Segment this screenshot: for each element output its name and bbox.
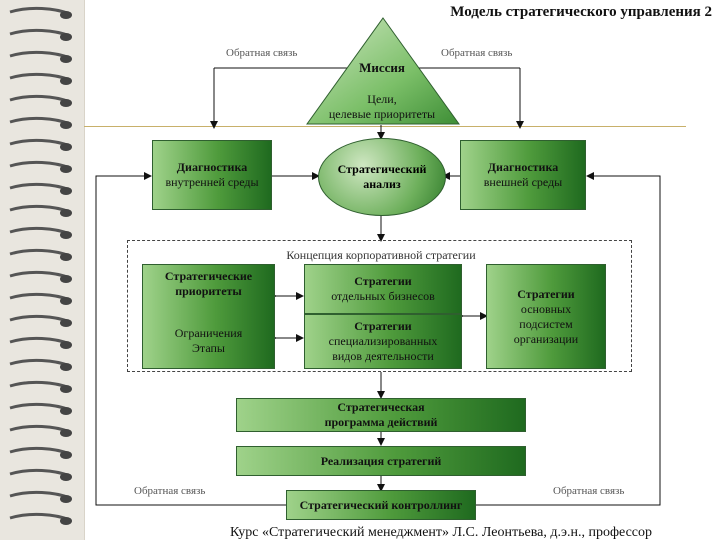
spiral-hole [60, 33, 72, 41]
concept-label: Концепция корпоративной стратегии [286, 248, 476, 262]
spiral-hole [60, 407, 72, 415]
spiral-hole [60, 231, 72, 239]
spiral-rings-icon [9, 6, 72, 525]
spiral-hole [60, 385, 72, 393]
footer-credit: Курс «Стратегический менеджмент» Л.С. Ле… [230, 525, 653, 540]
spiral-hole [60, 253, 72, 261]
spiral-hole [60, 363, 72, 371]
divider-line [84, 126, 686, 127]
spiral-binding [0, 0, 85, 540]
spiral-hole [60, 319, 72, 327]
controlling-box: Стратегический контроллинг [286, 490, 476, 520]
spiral-hole [60, 77, 72, 85]
spiral-hole [60, 341, 72, 349]
feedback-label-top-left: Обратная связь [226, 47, 298, 59]
feedback-label-bottom-right: Обратная связь [553, 485, 625, 497]
spiral-hole [60, 275, 72, 283]
spiral-hole [60, 99, 72, 107]
spiral-hole [60, 55, 72, 63]
spiral-hole [60, 187, 72, 195]
corporate-strategy-concept-frame [127, 240, 632, 372]
spiral-hole [60, 297, 72, 305]
spiral-hole [60, 451, 72, 459]
spiral-hole [60, 209, 72, 217]
spiral-hole [60, 143, 72, 151]
feedback-label-bottom-left: Обратная связь [134, 485, 206, 497]
feedback-label-top-right: Обратная связь [441, 47, 513, 59]
spiral-hole [60, 11, 72, 19]
spiral-hole [60, 165, 72, 173]
implementation-box: Реализация стратегий [236, 446, 526, 476]
spiral-hole [60, 495, 72, 503]
spiral-hole [60, 473, 72, 481]
spiral-hole [60, 429, 72, 437]
spiral-hole [60, 517, 72, 525]
mission-label: Миссия [359, 60, 405, 75]
mission-triangle [306, 17, 460, 125]
spiral-hole [60, 121, 72, 129]
goals-label: Цели,целевые приоритеты [328, 92, 436, 121]
slide-title: Модель стратегического управления 2 [450, 4, 712, 20]
